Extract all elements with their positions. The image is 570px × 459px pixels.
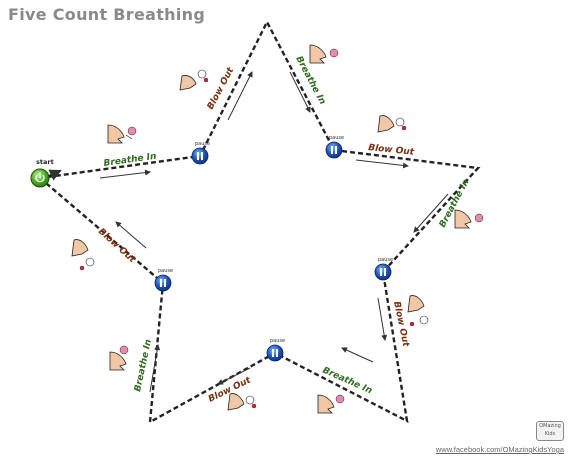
- pause-label: pause: [270, 338, 285, 344]
- pause-icon: [160, 279, 166, 287]
- facebook-credit-link[interactable]: www.facebook.com/OMazingKidsYoga: [435, 445, 564, 454]
- pause-label: pause: [378, 257, 393, 263]
- mouth-blow-icon: [71, 239, 95, 271]
- mouth-blow-icon: [227, 393, 257, 411]
- pause-button[interactable]: pause: [325, 135, 344, 159]
- mouth-blow-icon: [377, 115, 407, 133]
- nose-flower-icon: [317, 394, 345, 414]
- star-path: [37, 19, 481, 425]
- pause-button[interactable]: pause: [191, 141, 210, 165]
- nose-flower-icon: [109, 345, 129, 371]
- blow-out-label: Blow Out: [206, 66, 237, 112]
- start-button[interactable]: [30, 168, 62, 188]
- pause-button[interactable]: pause: [266, 338, 285, 362]
- logo-text-line: Kids: [544, 431, 556, 437]
- pause-label: pause: [195, 141, 210, 147]
- pause-icon: [331, 146, 337, 154]
- nose-flower-icon: [107, 124, 137, 144]
- pause-button[interactable]: pause: [374, 257, 393, 281]
- page-title: Five Count Breathing: [8, 5, 206, 24]
- blow-out-label: Blow Out: [96, 227, 137, 266]
- pause-icon: [197, 152, 203, 160]
- direction-arrows: [99, 71, 449, 393]
- mouth-blow-icon: [407, 295, 429, 327]
- blow-out-label: Blow Out: [368, 143, 415, 158]
- pause-icon: [272, 349, 278, 357]
- nose-flower-icon: [454, 209, 484, 229]
- mouth-blow-icon: [179, 69, 209, 91]
- pause-icon: [380, 268, 386, 276]
- brand-logo: OMazing Kids: [536, 421, 564, 441]
- start-power-icon: [35, 174, 45, 183]
- pause-label: pause: [158, 268, 173, 274]
- nose-flower-icon: [309, 44, 339, 64]
- start-label: start: [36, 158, 54, 166]
- pause-button[interactable]: pause: [154, 268, 173, 292]
- logo-text-line: OMazing: [539, 423, 561, 429]
- pause-label: pause: [329, 135, 344, 141]
